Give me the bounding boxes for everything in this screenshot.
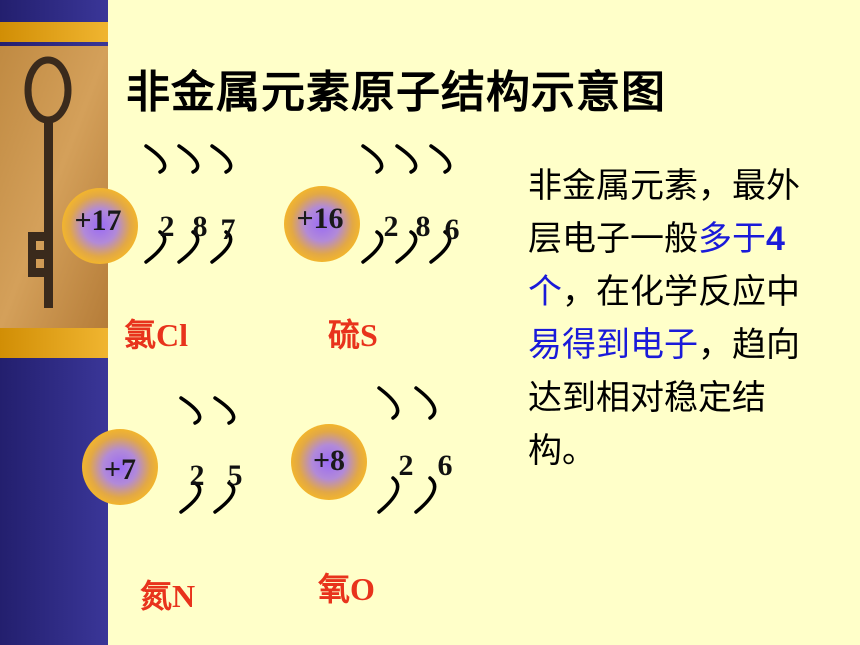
electron-count: 8: [193, 210, 208, 243]
electron-shell: [179, 481, 202, 514]
old-key-icon: [24, 56, 72, 308]
element-label: 氮N: [140, 578, 195, 614]
electron-shell: [144, 144, 167, 174]
electron-shell: [361, 230, 384, 264]
nucleus-charge: +7: [104, 453, 136, 486]
electron-shell: [361, 144, 384, 174]
electron-shell: [213, 396, 236, 425]
electron-count: 2: [384, 210, 399, 243]
element-label: 氧O: [318, 571, 375, 607]
electron-shell: [414, 386, 437, 420]
electron-shell: [395, 230, 418, 264]
highlight-gain-electrons: 易得到电子: [528, 325, 698, 365]
electron-count: 2: [160, 210, 175, 243]
electron-shell: [377, 476, 400, 514]
description-part-2: ，在化学反应中: [562, 272, 800, 312]
element-label: 硫S: [328, 317, 378, 353]
electron-shell: [177, 144, 200, 174]
electron-count: 5: [228, 459, 243, 492]
electron-count: 2: [190, 459, 205, 492]
description-part-3: ，趋向达到相对稳定结构。: [528, 325, 800, 471]
electron-count: 6: [438, 449, 453, 482]
nucleus: [62, 188, 138, 264]
electron-shell: [144, 230, 167, 264]
nucleus-charge: +17: [74, 204, 121, 237]
nucleus: [291, 424, 367, 500]
electron-count: 7: [221, 213, 236, 246]
element-label: 氯Cl: [124, 317, 188, 353]
nucleus-charge: +16: [296, 202, 343, 235]
highlight-more-than-four: 多于4个: [528, 219, 785, 312]
electron-count: 6: [445, 213, 460, 246]
electron-shell: [177, 230, 200, 264]
electron-shell: [210, 144, 233, 174]
electron-shell: [429, 144, 452, 174]
nucleus-charge: +8: [313, 444, 345, 477]
electron-shell: [429, 230, 452, 264]
description-part-1: 非金属元素，最外层电子一般: [528, 166, 800, 259]
sidebar-decoration: [0, 0, 108, 645]
nucleus: [82, 429, 158, 505]
electron-shell: [213, 481, 236, 514]
page-title: 非金属元素原子结构示意图: [126, 67, 666, 118]
nucleus: [284, 186, 360, 262]
electron-shell: [377, 386, 400, 420]
description-text: 非金属元素，最外层电子一般多于4个，在化学反应中易得到电子，趋向达到相对稳定结构…: [528, 160, 828, 478]
electron-shell: [210, 230, 233, 264]
electron-count: 8: [416, 210, 431, 243]
electron-shell: [395, 144, 418, 174]
electron-shell: [414, 476, 437, 514]
electron-shell: [179, 396, 202, 425]
electron-count: 2: [399, 449, 414, 482]
